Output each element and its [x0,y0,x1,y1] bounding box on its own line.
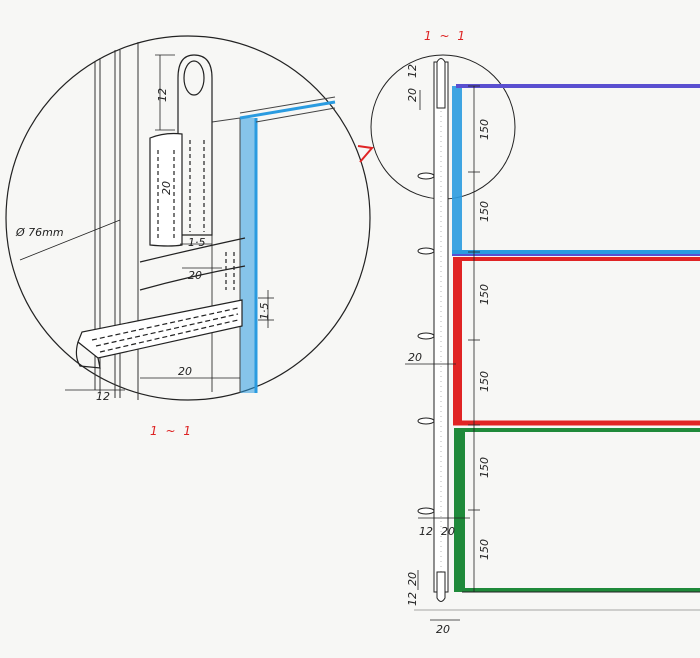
detail-fabric-panel [211,96,336,393]
panel-red [453,257,700,426]
dim-20-bottom-c: 20 [436,623,450,636]
dim-12-bottom-b: 12 [406,592,419,606]
pole-loops [417,58,446,602]
detail-scale-label: 1 ~ 1 [150,424,193,438]
dim-12-top: 12 [406,64,419,78]
diameter-label: Ø 76mm [15,226,64,239]
dim-20-detail-bottom: 20 [178,365,192,378]
panel-blue [452,84,700,256]
detail-leader [357,145,374,163]
dim-150-1: 150 [478,119,491,140]
detail-lower-strap [75,299,243,369]
detail-view: 12 20 1·5 20 1·5 20 12 Ø 76mm [5,35,374,403]
panel-green [454,428,700,593]
dim-20-top: 20 [406,88,419,102]
dim-150-5: 150 [478,457,491,478]
dim-150-3: 150 [478,284,491,305]
elevation-scale-label: 1 ~ 1 [424,29,467,43]
dim-150-6: 150 [478,539,491,560]
pole [433,61,449,593]
dim-12-detail-bottom: 12 [96,390,110,403]
dim-20-bottom-b: 20 [406,572,419,586]
dim-150-4: 150 [478,371,491,392]
dim-150-2: 150 [478,201,491,222]
detail-upper-loop [139,54,246,291]
dim-20-detail-top: 20 [160,181,173,195]
dim-12-detail: 12 [156,88,169,102]
elevation-dim-chain [405,85,700,621]
dim-20-left: 20 [408,351,422,364]
dim-1-5-detail-top: 1·5 [188,236,206,249]
dim-12-bottom-a: 12 [419,525,433,538]
elevation-view: 1 ~ 1 [370,29,700,636]
dim-20-detail-mid: 20 [188,269,202,282]
detail-circle [5,35,371,401]
dim-20-bottom-a: 20 [441,525,455,538]
detail-dimensions [19,54,274,391]
dim-1-5-detail-right: 1·5 [258,303,271,321]
